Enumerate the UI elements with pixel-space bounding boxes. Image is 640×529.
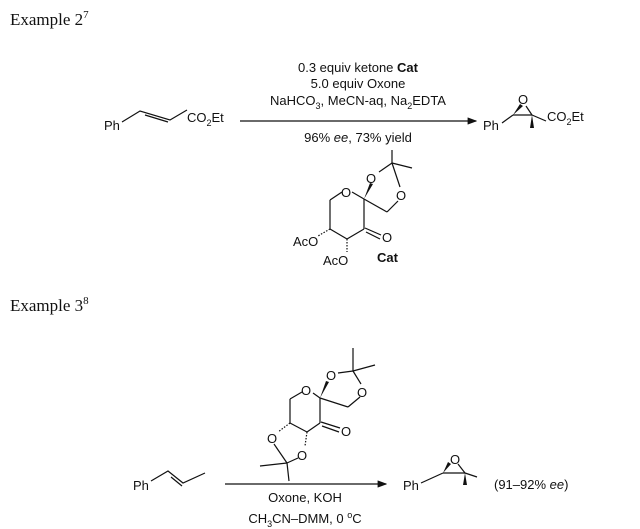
svg-text:0.3 equiv ketone Cat: 0.3 equiv ketone Cat <box>298 60 419 75</box>
svg-text:O: O <box>366 171 376 186</box>
svg-text:NaHCO3, MeCN-aq, Na2EDTA: NaHCO3, MeCN-aq, Na2EDTA <box>270 93 446 111</box>
svg-text:AcO: AcO <box>323 253 348 268</box>
example-2-heading: Example 27 <box>10 9 89 29</box>
svg-text:O: O <box>518 92 528 107</box>
svg-text:O: O <box>326 368 336 383</box>
example-2-product: Ph O CO2Et <box>483 92 584 133</box>
svg-text:CO2Et: CO2Et <box>187 110 224 128</box>
example-2-conditions: 0.3 equiv ketone Cat 5.0 equiv Oxone NaH… <box>270 60 446 145</box>
example-2-substrate: Ph CO2Et <box>104 109 224 133</box>
example-3-conditions: Oxone, KOH CH3CN–DMM, 0 oC <box>248 490 361 529</box>
svg-text:O: O <box>301 383 311 398</box>
svg-text:5.0 equiv Oxone: 5.0 equiv Oxone <box>311 76 406 91</box>
svg-text:(91–92% ee): (91–92% ee) <box>494 477 568 492</box>
example-3-substrate: Ph <box>133 470 206 493</box>
svg-text:O: O <box>297 448 307 463</box>
svg-text:Oxone, KOH: Oxone, KOH <box>268 490 342 505</box>
example-3-heading: Example 38 <box>10 295 89 315</box>
svg-text:Ph: Ph <box>403 478 419 493</box>
svg-text:O: O <box>450 452 460 467</box>
svg-text:CH3CN–DMM, 0 oC: CH3CN–DMM, 0 oC <box>248 510 361 529</box>
svg-text:CO2Et: CO2Et <box>547 109 584 127</box>
svg-text:Ph: Ph <box>133 478 149 493</box>
ketone-catalyst-1: O O O O AcO AcO Cat <box>293 150 413 268</box>
ketone-catalyst-2: O O O O O O <box>259 348 376 482</box>
svg-text:O: O <box>341 424 351 439</box>
svg-text:AcO: AcO <box>293 234 318 249</box>
svg-text:O: O <box>357 385 367 400</box>
svg-text:O: O <box>396 188 406 203</box>
svg-text:Cat: Cat <box>377 250 399 265</box>
example-3-product: Ph O (91–92% ee) <box>403 452 568 493</box>
svg-text:O: O <box>382 230 392 245</box>
svg-text:96% ee, 73% yield: 96% ee, 73% yield <box>304 130 412 145</box>
svg-text:Ph: Ph <box>483 118 499 133</box>
svg-text:Ph: Ph <box>104 118 120 133</box>
svg-text:O: O <box>267 431 277 446</box>
svg-text:O: O <box>341 185 351 200</box>
